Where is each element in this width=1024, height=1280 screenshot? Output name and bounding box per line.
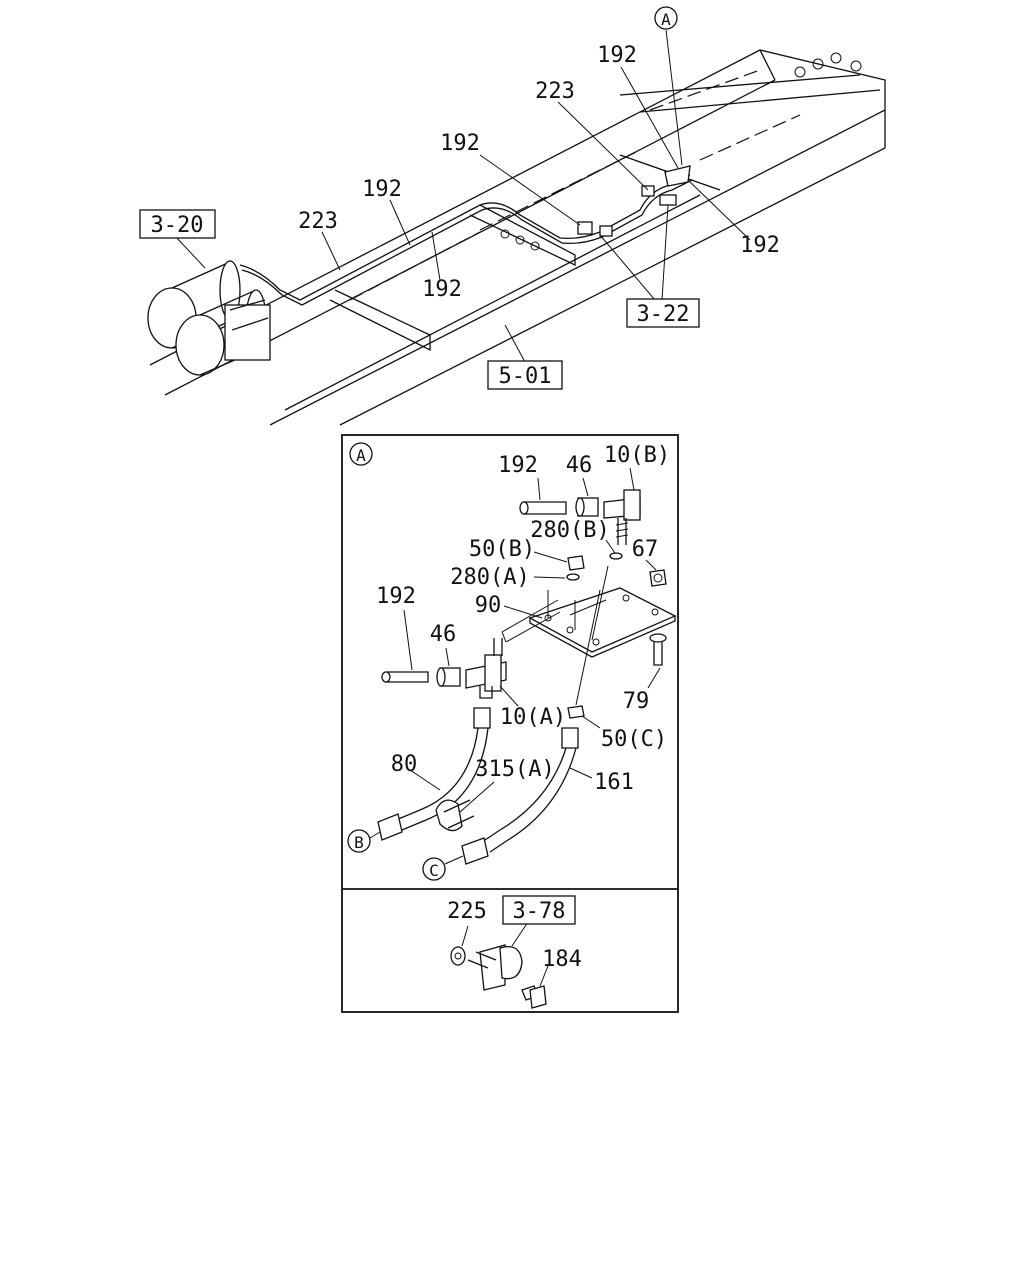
- part-90: 90: [475, 593, 502, 618]
- detail-a-marker: [654, 6, 678, 30]
- ref-3-20-label: 3-20: [151, 213, 204, 238]
- ref-box-3-78[interactable]: [502, 895, 576, 925]
- part-50c: 50(C): [601, 727, 667, 752]
- ref-5-01-label: 5-01: [499, 364, 552, 389]
- part-280b: 280(B): [530, 518, 609, 543]
- part-184: 184: [542, 947, 582, 972]
- part-79: 79: [623, 689, 650, 714]
- end-b-label: B: [354, 833, 364, 852]
- end-c-label: C: [429, 861, 439, 880]
- end-c-marker: [422, 857, 446, 881]
- part-192: 192: [498, 453, 538, 478]
- part-161: 161: [594, 770, 634, 795]
- callout-192: 192: [740, 233, 780, 258]
- detail-a-marker-label: A: [661, 10, 671, 29]
- part-225: 225: [447, 899, 487, 924]
- callout-192: 192: [597, 43, 637, 68]
- ref-box-5-01[interactable]: [487, 360, 563, 390]
- part-46: 46: [430, 622, 457, 647]
- part-46: 46: [566, 453, 593, 478]
- ref-box-3-22[interactable]: [626, 298, 700, 328]
- part-315a: 315(A): [475, 757, 554, 782]
- callout-223: 223: [535, 79, 575, 104]
- part-280a: 280(A): [450, 565, 529, 590]
- part-192: 192: [376, 584, 416, 609]
- end-b-marker: [347, 829, 371, 853]
- ref-3-78-label: 3-78: [513, 899, 566, 924]
- part-10a: 10(A): [500, 705, 566, 730]
- part-10b: 10(B): [604, 443, 670, 468]
- detail-a-panel: A: [341, 434, 679, 1013]
- ref-box-3-20[interactable]: [139, 209, 216, 239]
- detail-a-marker: [349, 442, 373, 466]
- part-80: 80: [391, 752, 418, 777]
- ref-3-22-label: 3-22: [637, 302, 690, 327]
- chassis-frame-view: A 192 223 192 192 223 192 192 3-20 3-22 …: [139, 6, 886, 426]
- callout-223: 223: [298, 209, 338, 234]
- callout-192: 192: [422, 277, 462, 302]
- callout-192: 192: [440, 131, 480, 156]
- callout-192: 192: [362, 177, 402, 202]
- part-67: 67: [632, 537, 659, 562]
- detail-a-marker-label: A: [356, 446, 366, 465]
- part-50b: 50(B): [469, 537, 535, 562]
